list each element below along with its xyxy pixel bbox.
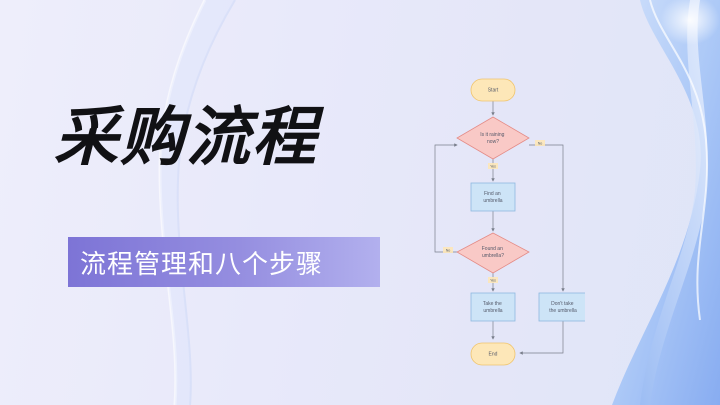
svg-text:Don't take the umbrella: Don't take the umbrella (549, 301, 577, 314)
process-take-umbrella (470, 292, 516, 322)
process3-line1: Don't take (551, 301, 574, 307)
page-title: 采购流程 (54, 100, 318, 175)
connector-d1-no (529, 144, 565, 292)
decision2-line1: Found an (482, 246, 503, 252)
ribbon-highlight (640, 0, 708, 405)
decision1-line2: now? (487, 139, 499, 145)
start-label: Start (488, 88, 499, 94)
process2-line2: umbrella (483, 308, 502, 314)
subtitle-badge: 流程管理和八个步骤 (68, 237, 380, 287)
process-dont-take-umbrella (538, 292, 585, 322)
svg-text:Found an umbrella?: Found an umbrella? (482, 246, 505, 259)
faint-ribbon-left-2 (176, 0, 236, 405)
process1-line2: umbrella (483, 198, 502, 204)
decision1-line1: Is it raining (480, 132, 504, 138)
umbrella-flowchart: Start Is it raining now? Find an umbrell… (434, 78, 585, 366)
label-d1-yes: Yes (490, 164, 496, 168)
svg-text:Find an umbrella: Find an umbrella (483, 191, 502, 204)
decision-raining (456, 116, 530, 160)
end-label: End (489, 352, 498, 358)
ribbon-inner-curve (649, 0, 709, 321)
connector-d2-loop (434, 143, 458, 253)
svg-text:Is it raining now?: Is it raining now? (480, 132, 506, 145)
decision-found-umbrella (456, 232, 530, 274)
process-find-umbrella (470, 182, 516, 212)
faint-ribbon-left (158, 0, 207, 405)
connector-p3-end (519, 321, 564, 355)
end-terminal (470, 342, 516, 366)
label-d2-no: No (446, 248, 451, 252)
subtitle-text: 流程管理和八个步骤 (80, 249, 324, 280)
faint-ribbon-left-fill (160, 0, 235, 405)
start-terminal (470, 78, 516, 102)
branch-labels: No Yes No Yes (443, 140, 545, 283)
process2-line1: Take the (483, 301, 502, 307)
decision2-line2: umbrella? (482, 253, 504, 259)
process3-line2: the umbrella (549, 308, 577, 314)
process1-line1: Find an (484, 191, 501, 197)
label-d1-no: No (538, 141, 543, 145)
ribbon-glow (660, 0, 720, 45)
label-d2-yes: Yes (490, 278, 496, 282)
svg-text:Take the umbrella: Take the umbrella (483, 301, 503, 314)
